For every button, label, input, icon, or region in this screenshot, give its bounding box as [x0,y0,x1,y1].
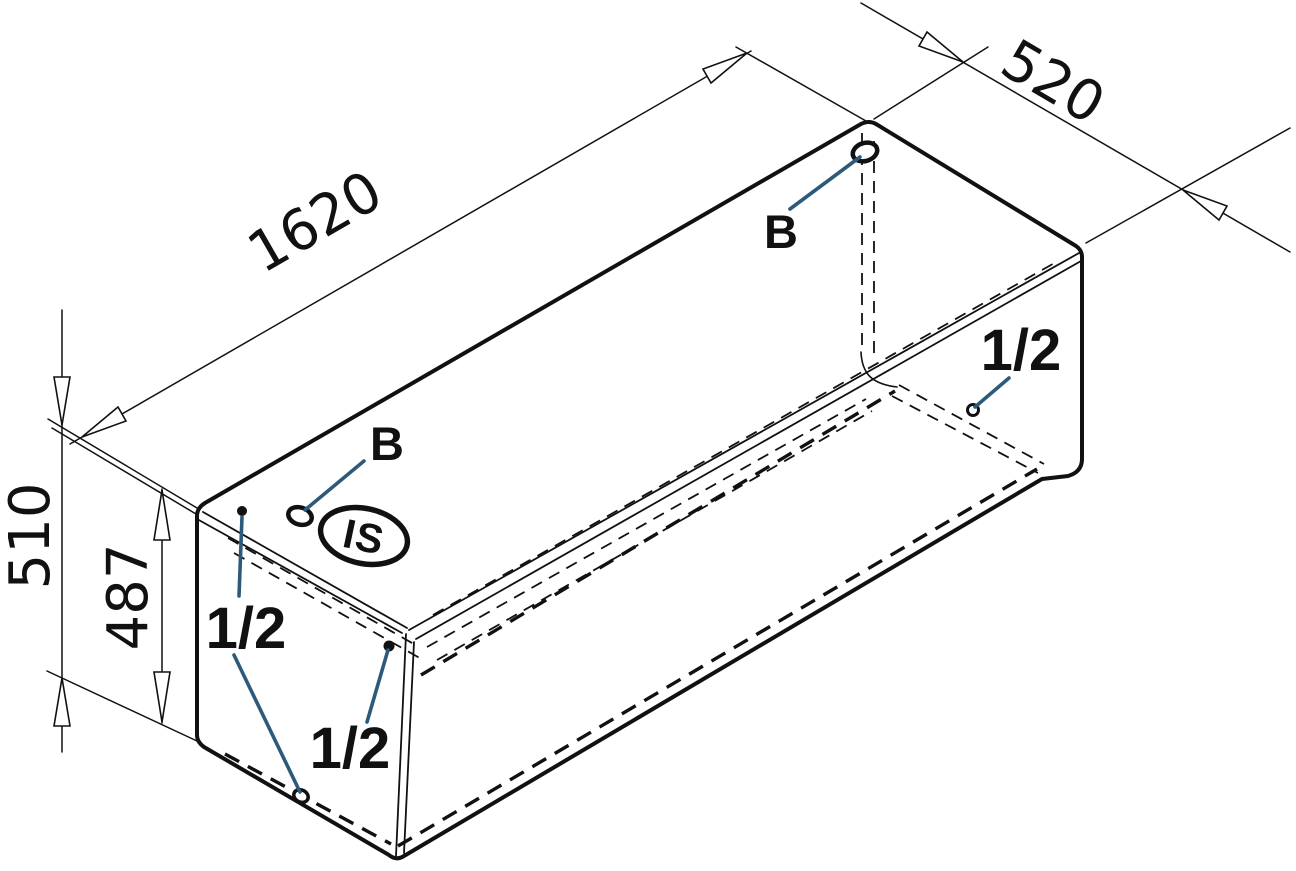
extension-line [735,46,867,122]
dimension-510: 510 [0,309,71,753]
arrowhead [701,52,748,85]
label-b-top: B [764,205,798,258]
fold-lines [196,252,1082,857]
arrowhead [917,30,964,63]
arrowhead [153,489,171,541]
top-front-fold-line2 [415,260,1082,640]
dim-length-text: 1620 [237,159,393,287]
label-half-left: 1/2 [206,596,287,661]
leader-b-side [303,459,366,512]
top-left-fold-line2 [196,518,403,634]
dim-height-body-text: 487 [96,544,161,651]
label-b-side: B [370,417,404,470]
extension-line [47,418,198,509]
extension-line [46,670,198,742]
label-half-front: 1/2 [310,716,391,781]
extension-line [51,427,197,515]
leader-b-top [788,155,862,211]
dimension-line [69,50,752,445]
arrowhead [1182,189,1229,222]
hidden-bottom-inner-edge-left [224,752,392,846]
tank-outline [195,120,1084,861]
front-left-vertical-fold [395,633,407,857]
hidden-bottom-inner-edge [397,467,1038,848]
hidden-front-wall-inner-edge [420,389,896,677]
arrowhead [153,671,171,723]
hidden-back-top-edge [432,260,1059,616]
dim-width-text: 520 [990,27,1115,137]
extension-line [1085,127,1291,244]
hidden-inner-top-edge [426,398,867,648]
top-left-fold-line [202,511,408,629]
top-front-fold-line [408,252,1080,631]
inner-corner-arc [860,351,898,388]
arrowhead [81,405,128,438]
is-logo-oval [317,504,411,568]
leader-half-lower [232,653,302,794]
label-half-right: 1/2 [981,318,1062,383]
is-logo-text: IS [339,510,388,563]
hidden-edges [224,133,1059,848]
leader-lines [232,155,1011,794]
arrowhead [53,677,71,727]
is-logo: IS [317,504,411,568]
extension-line [873,46,989,120]
dimension-487: 487 [46,488,198,742]
arrowhead [53,376,71,426]
hidden-right-chamfer-edge [898,384,1045,465]
port-hole-top-small [237,506,247,516]
leader-half-right [973,376,1011,409]
port-hole-chamfer [292,787,310,805]
hidden-right-chamfer-edge2 [891,395,1039,474]
dimension-1620: 1620 [47,46,867,515]
dimension-520: 520 [860,2,1291,253]
leader-half-upper [237,515,244,598]
dim-height-total-text: 510 [0,483,63,590]
front-left-vertical-fold2 [403,641,415,854]
leader-half-front [365,648,390,724]
hidden-left-inner-fold [227,537,420,648]
port-hole-front-small [383,640,395,652]
